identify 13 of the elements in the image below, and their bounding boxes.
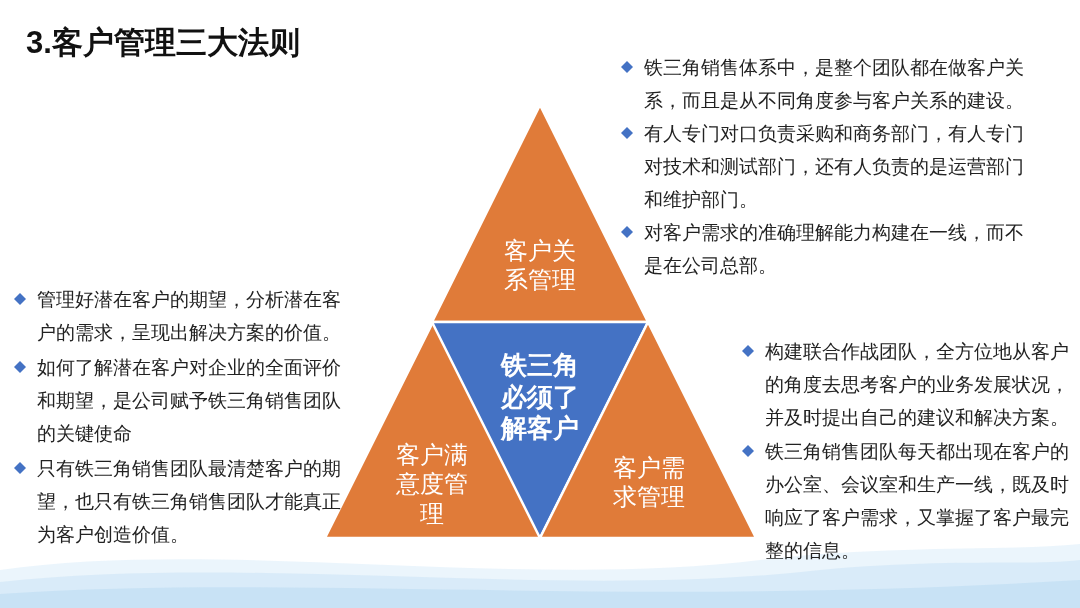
bullet-text: 管理好潜在客户的期望，分析潜在客户的需求，呈现出解决方案的价值。 [37,288,342,345]
segment-label: 客户需求管理 [612,452,686,512]
slide-title: 3.客户管理三大法则 [26,24,300,62]
bullet-text: 如何了解潜在客户对企业的全面评价和期望，是公司赋予铁三角销售团队的关键使命 [37,356,342,446]
bullet-text: 对客户需求的准确理解能力构建在一线，而不是在公司总部。 [644,221,1025,278]
bullet-text: 铁三角销售团队每天都出现在客户的办公室、会议室和生产一线，既及时响应了客户需求，又掌握了客户最完整的信息。 [765,440,1070,563]
segment-label: 客户满意度管理 [395,440,469,528]
bullet-text: 只有铁三角销售团队最清楚客户的期望，也只有铁三角销售团队才能真正为客户创造价值。 [37,457,342,547]
segment-label: 铁三角必须了解客户 [500,350,580,446]
bullet-text: 铁三角销售体系中，是整个团队都在做客户关系，而且是从不同角度参与客户关系的建设。 [644,56,1025,113]
segment-label: 客户关系管理 [503,235,577,295]
bullet-text: 构建联合作战团队，全方位地从客户的角度去思考客户的业务发展状况，并及时提出自己的建议和解决方案。 [765,340,1070,430]
bullet-text: 有人专门对口负责采购和商务部门，有人专门对技术和测试部门，还有人负责的是运营部门和维护部门。 [644,122,1025,212]
